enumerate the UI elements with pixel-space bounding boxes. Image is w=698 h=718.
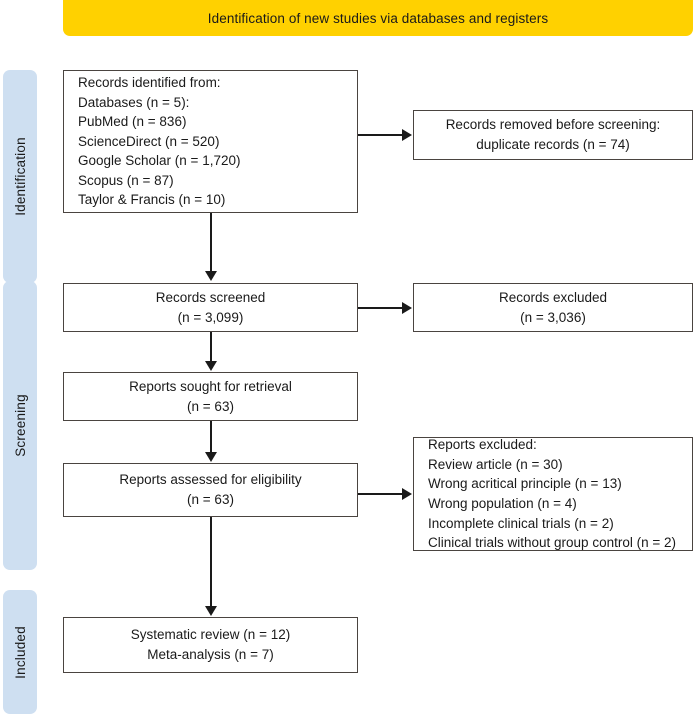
box-line: Records identified from: — [78, 74, 221, 90]
stage-tab-identification: Identification — [3, 70, 37, 283]
box-line: Incomplete clinical trials (n = 2) — [428, 515, 614, 531]
stage-label-included: Included — [12, 625, 28, 679]
box-line: Meta-analysis (n = 7) — [147, 647, 274, 662]
connector-assessed-to-included — [210, 517, 212, 608]
box-records-screened: Records screened (n = 3,099) — [63, 283, 358, 332]
connector-sought-to-assessed — [210, 421, 212, 453]
box-reports-assessed-for-eligibility: Reports assessed for eligibility (n = 63… — [63, 463, 358, 517]
box-line: Scopus (n = 87) — [78, 172, 174, 188]
connector-identified-to-screened — [210, 213, 212, 273]
box-line: Reports excluded: — [428, 437, 537, 453]
box-line: (n = 63) — [187, 398, 234, 414]
box-line: Wrong acritical principle (n = 13) — [428, 476, 622, 492]
connector-screened-to-sought — [210, 332, 212, 362]
arrow-right-icon — [402, 488, 412, 500]
box-line: (n = 3,099) — [177, 309, 244, 325]
box-line: Records excluded — [498, 289, 608, 305]
arrow-down-icon — [205, 452, 217, 462]
header-banner: Identification of new studies via databa… — [63, 0, 693, 36]
page-title: Identification of new studies via databa… — [207, 10, 549, 26]
box-line: Taylor & Francis (n = 10) — [78, 192, 226, 208]
arrow-down-icon — [205, 361, 217, 371]
box-line: Wrong population (n = 4) — [428, 496, 577, 511]
arrow-down-icon — [205, 271, 217, 281]
box-line: Clinical trials without group control (n… — [428, 535, 676, 551]
arrow-right-icon — [402, 129, 412, 141]
connector-identified-to-removed — [358, 134, 405, 136]
box-line: Systematic review (n = 12) — [130, 627, 291, 643]
box-line: Records screened — [155, 289, 266, 305]
arrow-down-icon — [205, 606, 217, 616]
stage-label-screening: Screening — [12, 394, 28, 457]
connector-screened-to-excluded — [358, 307, 405, 309]
box-line: Review article (n = 30) — [428, 456, 563, 472]
box-line: Reports sought for retrieval — [129, 378, 292, 394]
box-line: PubMed (n = 836) — [78, 114, 187, 130]
box-line: Databases (n = 5): — [78, 94, 190, 110]
stage-tab-included: Included — [3, 590, 37, 714]
box-records-identified: Records identified from: Databases (n = … — [63, 70, 358, 213]
box-records-excluded: Records excluded (n = 3,036) — [413, 283, 693, 332]
box-line: Reports assessed for eligibility — [119, 472, 302, 488]
box-line: Records removed before screening: — [445, 117, 661, 133]
box-records-removed: Records removed before screening: duplic… — [413, 110, 693, 160]
box-line: (n = 63) — [187, 492, 234, 507]
box-line: duplicate records (n = 74) — [476, 137, 630, 152]
box-reports-sought-for-retrieval: Reports sought for retrieval (n = 63) — [63, 372, 358, 421]
box-line: Google Scholar (n = 1,720) — [78, 153, 241, 169]
box-line: ScienceDirect (n = 520) — [78, 133, 220, 149]
stage-tab-screening: Screening — [3, 281, 37, 570]
arrow-right-icon — [402, 302, 412, 314]
stage-label-identification: Identification — [12, 137, 28, 216]
box-line: (n = 3,036) — [520, 309, 586, 325]
connector-assessed-to-reports-excluded — [358, 493, 405, 495]
box-included-studies: Systematic review (n = 12) Meta-analysis… — [63, 617, 358, 673]
box-reports-excluded: Reports excluded: Review article (n = 30… — [413, 437, 693, 551]
